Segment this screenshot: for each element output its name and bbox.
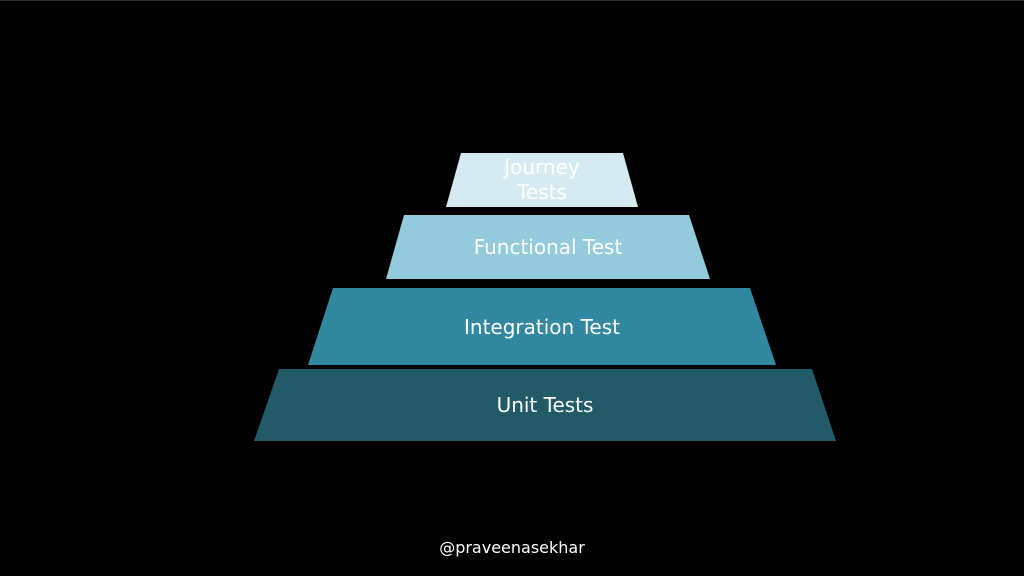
pyramid-tier-functional-test: Functional Test	[386, 215, 710, 279]
pyramid-tier-unit-tests: Unit Tests	[254, 369, 836, 441]
author-handle: @praveenasekhar	[439, 538, 585, 557]
pyramid-tier-integration-test: Integration Test	[308, 288, 776, 365]
tier-label-integration-test: Integration Test	[464, 314, 620, 339]
tier-label-journey-tests: Journey Tests	[504, 155, 580, 204]
tier-label-unit-tests: Unit Tests	[496, 393, 594, 417]
pyramid-tier-journey-tests: Journey Tests	[446, 153, 638, 207]
tier-label-functional-test: Functional Test	[473, 235, 623, 259]
top-divider	[0, 0, 1024, 1]
